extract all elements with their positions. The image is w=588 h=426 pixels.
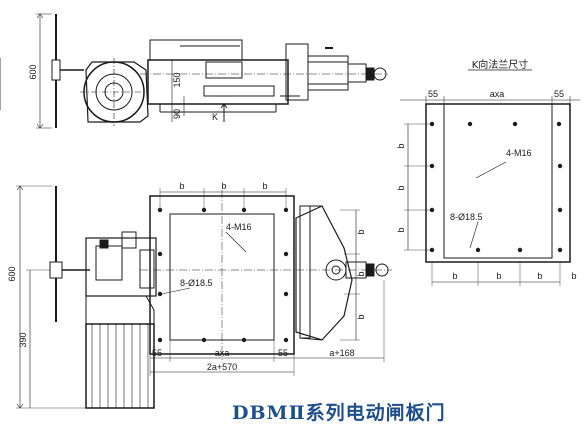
- text-labels: 600 150 90 K K向法兰尺寸 55 axa 55 b b b b b …: [7, 58, 577, 372]
- k-view-hole-label: 8-Ø18.5: [450, 212, 483, 222]
- k-view-bottom-b-4: b: [571, 271, 576, 281]
- top-view-150-label: 150: [172, 72, 182, 87]
- top-view-600-label: 600: [28, 64, 38, 79]
- gear-housing-top: [85, 61, 149, 123]
- k-view-caption: K向法兰尺寸: [472, 58, 529, 71]
- front-a168: a+168: [329, 348, 354, 358]
- k-view-side-b-1: b: [396, 143, 406, 148]
- k-view-bottom-b-1: b: [452, 271, 457, 281]
- body-rib: [203, 85, 275, 97]
- front-view: [16, 185, 392, 409]
- handwheel-hub-front: [49, 261, 63, 279]
- front-thread-label: 4-M16: [226, 222, 252, 232]
- actuator-cylinder-top: [307, 55, 349, 91]
- mount-plate-top: [149, 39, 243, 61]
- front-view-390-label: 390: [18, 332, 28, 347]
- front-right-b-2: b: [356, 271, 366, 276]
- front-right-b-1: b: [356, 229, 366, 234]
- flange-outline: [425, 103, 571, 263]
- front-top-b-3: b: [262, 181, 267, 191]
- front-bolt-holes: [157, 207, 289, 343]
- front-55-right: 55: [278, 348, 288, 358]
- front-hole-label: 8-Ø18.5: [180, 278, 213, 288]
- k-view-side-b-2: b: [396, 185, 406, 190]
- motor-front: [85, 323, 155, 409]
- actuator-bracket-front: [295, 205, 353, 341]
- front-axa: axa: [215, 348, 230, 358]
- flange-opening: [443, 103, 553, 259]
- front-55-left: 55: [152, 348, 162, 358]
- gearbox-side: [139, 249, 155, 289]
- k-view-flange: [400, 69, 580, 286]
- k-view-bottom-b-3: b: [537, 271, 542, 281]
- k-view-thread-label: 4-M16: [506, 148, 532, 158]
- k-view-bottom-b-2: b: [496, 271, 501, 281]
- handwheel-hub: [51, 59, 61, 81]
- motor-flange: [85, 295, 155, 325]
- drawing-title: DBMⅡ系列电动闸板门: [232, 402, 446, 424]
- gearbox-neck: [121, 231, 137, 249]
- valve-body-top: [147, 59, 289, 105]
- bracket-plate: [299, 205, 311, 339]
- k-view-axa: axa: [490, 89, 505, 99]
- body-window: [205, 61, 243, 79]
- k-view-55-left: 55: [428, 89, 438, 99]
- top-view-90-label: 90: [172, 109, 182, 119]
- gearbox-cover: [95, 245, 123, 281]
- actuator-housing-top: [285, 43, 309, 101]
- top-view: [0, 13, 388, 129]
- front-top-b-1: b: [179, 181, 184, 191]
- front-view-600-label: 600: [7, 266, 17, 281]
- front-top-b-2: b: [221, 181, 226, 191]
- k-view-bolt-holes: [429, 121, 563, 253]
- gearbox-front: [85, 237, 157, 297]
- actuator-cap-top: [347, 63, 367, 83]
- k-view-side-b-3: b: [396, 227, 406, 232]
- front-2a570: 2a+570: [207, 362, 237, 372]
- k-view-marker: K: [212, 112, 218, 122]
- k-view-55-right: 55: [554, 89, 564, 99]
- front-right-b-3: b: [356, 314, 366, 319]
